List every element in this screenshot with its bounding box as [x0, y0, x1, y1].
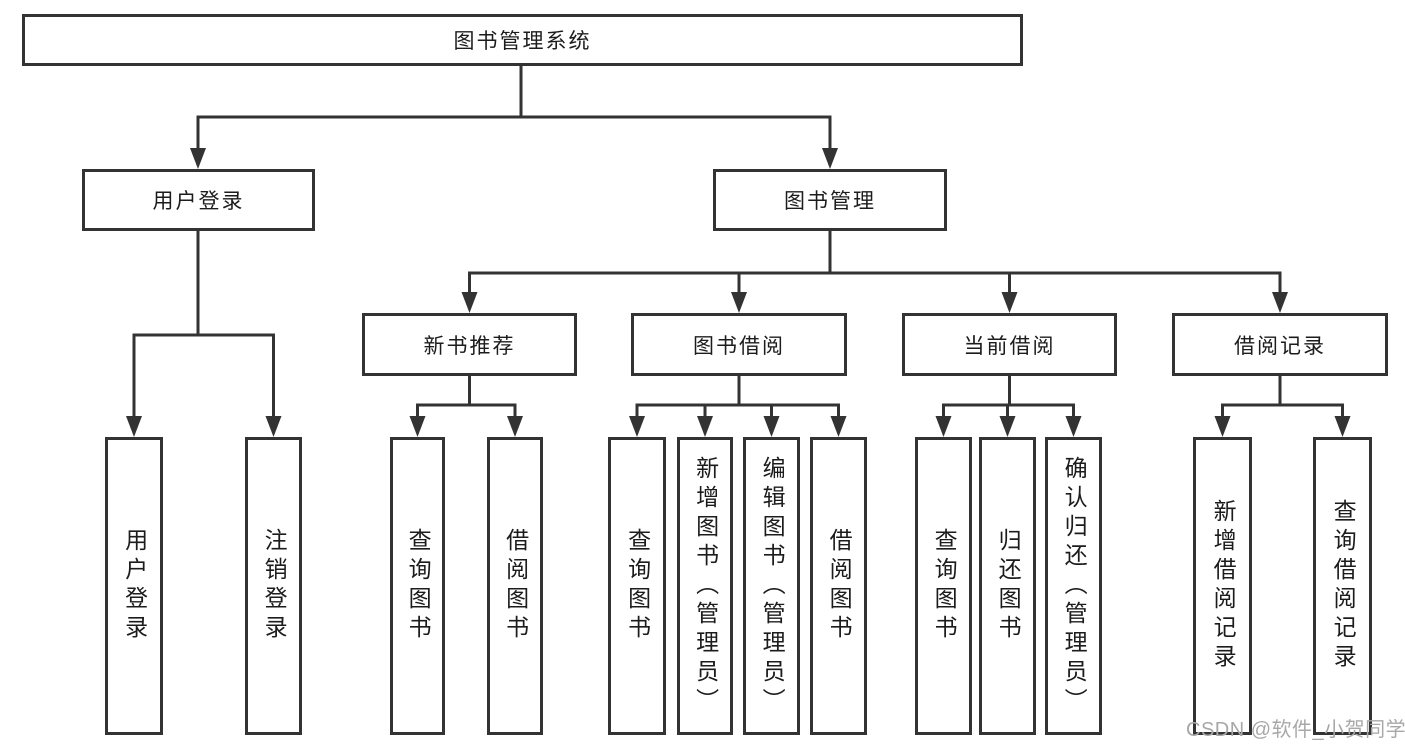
- leaf-query-books-current: 查询图书: [915, 437, 972, 735]
- node-book-management: 图书管理: [713, 169, 947, 231]
- node-label: 图书管理: [784, 190, 876, 213]
- leaf-label: 注销登录: [261, 528, 288, 644]
- arrow-down-icon: [265, 416, 282, 437]
- node-label: 图书管理系统: [453, 30, 592, 53]
- leaf-label: 查询借阅记录: [1330, 499, 1357, 673]
- arrow-down-icon: [1001, 292, 1018, 313]
- csdn-watermark: CSDN @软件_小贺同学: [1186, 719, 1405, 741]
- arrow-down-icon: [1334, 416, 1351, 437]
- leaf-edit-book-admin: 编辑图书（管理员）: [743, 437, 800, 735]
- leaf-user-login: 用户登录: [105, 437, 163, 735]
- leaf-logout: 注销登录: [245, 437, 302, 735]
- leaf-query-books-recommend: 查询图书: [390, 437, 445, 735]
- leaf-query-borrow-record: 查询借阅记录: [1313, 437, 1372, 735]
- arrowheads: [126, 148, 1351, 437]
- node-current-borrowing: 当前借阅: [902, 313, 1117, 376]
- edge-borrowing-records-to-leaves: [1221, 374, 1344, 422]
- arrow-down-icon: [126, 416, 142, 437]
- edge-root-to-level2: [196, 64, 832, 154]
- leaf-borrow-books: 借阅图书: [810, 437, 867, 735]
- arrow-down-icon: [999, 416, 1016, 437]
- node-new-book-recommendation: 新书推荐: [362, 313, 577, 376]
- leaf-label: 查询图书: [405, 528, 432, 644]
- arrow-down-icon: [1065, 416, 1082, 437]
- arrow-down-icon: [763, 416, 780, 437]
- edge-book-borrowing-to-leaves: [635, 374, 840, 422]
- leaf-label: 归还图书: [995, 528, 1022, 644]
- edge-book-management-to-level3: [468, 229, 1282, 298]
- leaf-confirm-return-admin: 确认归还（管理员）: [1045, 437, 1102, 735]
- leaf-label: 用户登录: [121, 528, 148, 644]
- leaf-query-books-borrowing: 查询图书: [608, 437, 666, 735]
- leaf-add-borrow-record: 新增借阅记录: [1193, 437, 1252, 735]
- node-label: 当前借阅: [963, 334, 1056, 358]
- arrow-down-icon: [190, 148, 206, 169]
- arrow-down-icon: [697, 416, 713, 437]
- leaf-label: 新增借阅记录: [1210, 499, 1237, 673]
- node-label: 借阅记录: [1234, 334, 1326, 358]
- node-book-borrowing: 图书借阅: [631, 313, 847, 376]
- arrow-down-icon: [822, 148, 838, 169]
- arrow-down-icon: [461, 292, 478, 313]
- arrow-down-icon: [1214, 416, 1231, 437]
- edge-new-book-recommendation-to-leaves: [416, 374, 517, 422]
- arrow-down-icon: [409, 416, 426, 437]
- leaf-return-books: 归还图书: [979, 437, 1036, 735]
- arrow-down-icon: [507, 416, 523, 437]
- leaf-label: 查询图书: [931, 528, 958, 644]
- arrow-down-icon: [731, 292, 747, 313]
- leaf-add-book-admin: 新增图书（管理员）: [677, 437, 733, 735]
- leaf-label: 查询图书: [624, 528, 651, 644]
- arrow-down-icon: [830, 416, 847, 437]
- node-label: 用户登录: [152, 190, 245, 213]
- node-label: 图书借阅: [693, 334, 785, 358]
- node-borrowing-records: 借阅记录: [1172, 313, 1388, 376]
- node-library-management-system: 图书管理系统: [22, 14, 1023, 66]
- leaf-label: 编辑图书（管理员）: [759, 455, 786, 717]
- leaf-borrow-books-recommend: 借阅图书: [487, 437, 543, 735]
- leaf-label: 借阅图书: [826, 528, 853, 644]
- edge-current-borrowing-to-leaves: [942, 374, 1075, 422]
- leaf-label: 新增图书（管理员）: [692, 455, 719, 717]
- leaf-label: 确认归还（管理员）: [1061, 455, 1088, 717]
- leaf-label: 借阅图书: [502, 528, 529, 644]
- arrow-down-icon: [1272, 292, 1288, 313]
- edge-user-login-to-leaves: [132, 229, 275, 422]
- arrow-down-icon: [935, 416, 952, 437]
- node-user-login: 用户登录: [82, 169, 315, 231]
- arrow-down-icon: [629, 416, 645, 437]
- node-label: 新书推荐: [423, 334, 516, 358]
